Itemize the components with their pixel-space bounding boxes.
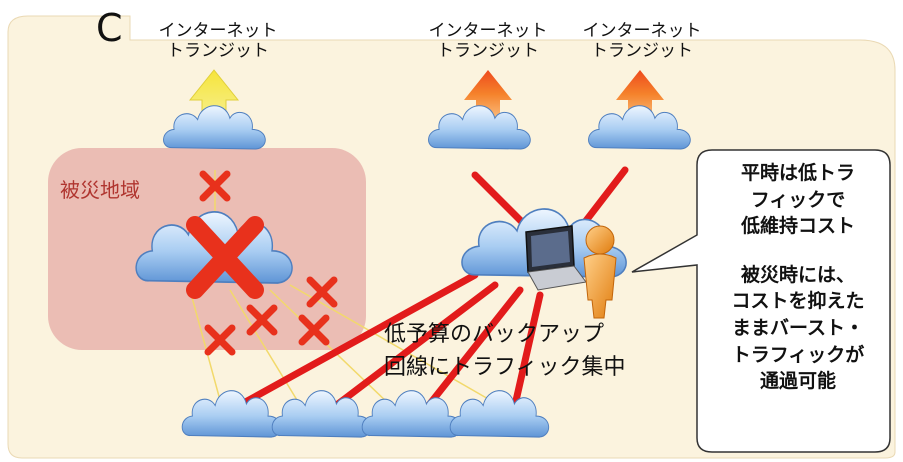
transit-label-text: インターネット トランジット [582, 21, 702, 61]
disaster-zone-label: 被災地域 [60, 178, 140, 202]
callout-line: 平時は低トラ [740, 162, 855, 184]
transit-label-2: インターネット トランジット [428, 21, 548, 61]
backup-links [236, 166, 629, 414]
callout-line: 通過可能 [759, 370, 836, 393]
callout-line: コストを抑えた [731, 290, 865, 313]
transit-label-text: インターネット トランジット [428, 21, 548, 61]
transit-label-1: インターネット トランジット [158, 21, 278, 61]
callout-bubble [631, 149, 891, 453]
transit-label-text: インターネット トランジット [158, 21, 278, 61]
transit-label-3: インターネット トランジット [582, 21, 702, 61]
callout-line: 被災時には、 [740, 263, 855, 286]
backup-label: 低予算のバックアップ 回線にトラフィック集中 [384, 318, 626, 384]
person-icon [583, 225, 617, 319]
callout-line: トラフィックが [731, 343, 865, 366]
backup-label-line: 低予算のバックアップ [384, 322, 605, 347]
backup-label-line: 回線にトラフィック集中 [384, 355, 626, 380]
panel-letter: C [96, 6, 123, 50]
big-failure-cross-icon [186, 216, 264, 299]
laptop-icon [525, 225, 587, 291]
failed-links [189, 170, 491, 406]
callout-line: 低維持コスト [740, 215, 855, 238]
callout-line: ままバースト・ [731, 316, 865, 339]
callout-line: フィックで [750, 188, 846, 211]
callout-spacer [718, 240, 878, 262]
callout-text: 平時は低トラ フィックで 低維持コスト 被災時には、 コストを抑えた ままバース… [718, 160, 878, 395]
